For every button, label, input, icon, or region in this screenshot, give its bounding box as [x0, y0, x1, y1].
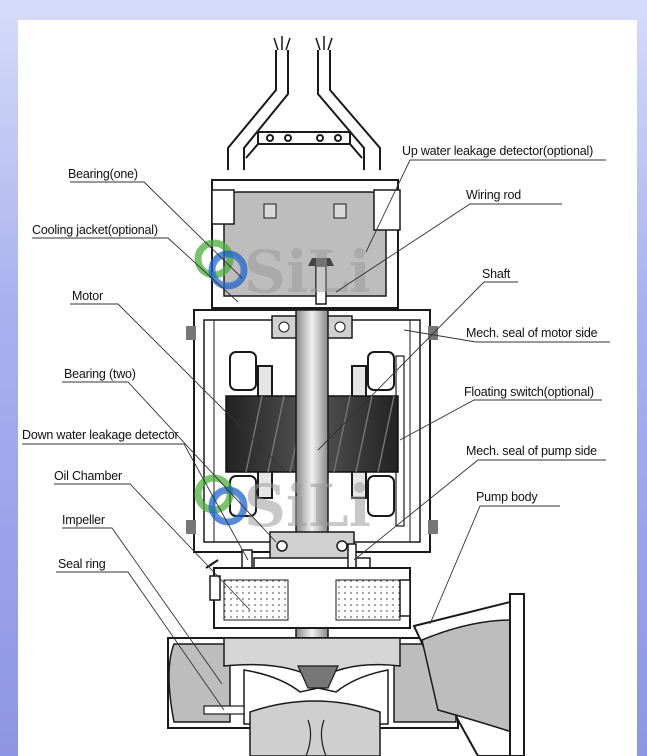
watermark-text: SiLi [244, 238, 371, 306]
pump-cross-section-diagram: SiLi SiLi Up water leakage detector(opti… [22, 36, 610, 756]
label-oil-chamber: Oil Chamber [54, 469, 122, 483]
oil-chamber [205, 559, 411, 629]
label-wiring-rod: Wiring rod [466, 188, 521, 202]
label-mech-seal-pump-side: Mech. seal of pump side [466, 444, 597, 458]
label-seal-ring: Seal ring [58, 557, 106, 571]
label-shaft: Shaft [482, 267, 511, 281]
label-impeller: Impeller [62, 513, 105, 527]
label-motor: Motor [72, 289, 103, 303]
watermark-text: SiLi [244, 472, 371, 540]
label-mech-seal-motor-side: Mech. seal of motor side [466, 326, 598, 340]
label-floating-switch: Floating switch(optional) [464, 385, 594, 399]
power-cables [273, 36, 333, 51]
motor-top-cover [211, 179, 401, 309]
lifting-bracket [227, 50, 381, 170]
label-up-water-leakage-detector: Up water leakage detector(optional) [402, 144, 593, 158]
impeller [203, 637, 401, 756]
watermark-logo-top: SiLi [194, 238, 371, 306]
leader-lines [22, 159, 610, 711]
label-cooling-jacket: Cooling jacket(optional) [32, 223, 158, 237]
label-bearing-one: Bearing(one) [68, 167, 138, 181]
label-down-water-leakage-detector: Down water leakage detector [22, 428, 179, 442]
label-pump-body: Pump body [476, 490, 538, 504]
diagram-panel: SiLi SiLi Up water leakage detector(opti… [18, 20, 637, 756]
label-bearing-two: Bearing (two) [64, 367, 136, 381]
